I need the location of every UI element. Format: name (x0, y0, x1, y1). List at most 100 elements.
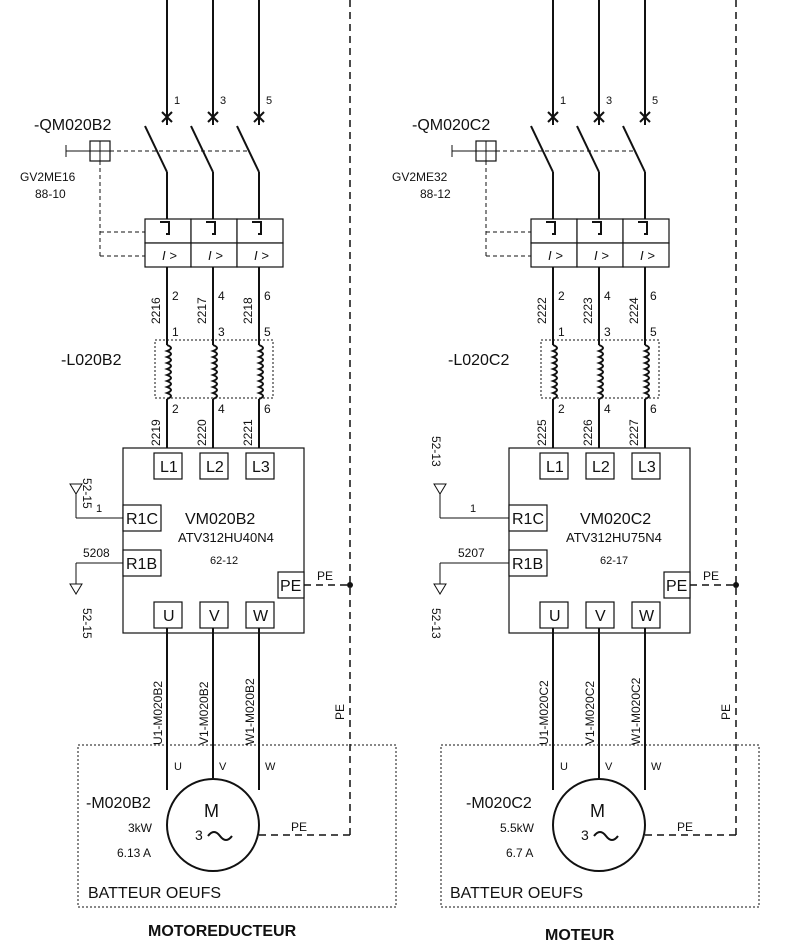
motor-phase: 3 (195, 827, 203, 843)
wire-number: 2224 (627, 297, 641, 324)
svg-text:I >: I > (594, 248, 609, 263)
terminal-number: 2 (172, 289, 179, 303)
pe-junction-dot (347, 582, 353, 588)
relay-wire-number: 1 (96, 503, 102, 515)
svg-text:I >: I > (254, 248, 269, 263)
motor-wire-label: U1-M020B2 (151, 681, 165, 745)
motor-terminal: W (265, 761, 276, 773)
motor-power: 3kW (128, 821, 153, 835)
wire-number: 2216 (149, 297, 163, 324)
terminal-number: 2 (558, 289, 565, 303)
pe-junction-dot (733, 582, 739, 588)
reactor-terminal: 1 (558, 325, 565, 339)
motor-phase: 3 (581, 827, 589, 843)
reactor-coil-icon (164, 344, 264, 400)
drive-ref: 62-17 (600, 555, 628, 567)
variable-speed-drive: L1 L2 L3 R1C R1B PE VM020C2 ATV312HU75N4… (508, 447, 691, 634)
circuit-moteur: 1 3 5 -QM020C2 GV2ME32 88-12 I > I > I >… (392, 0, 760, 944)
relay-wire-number: 5208 (83, 546, 110, 560)
wire-number: 2220 (195, 419, 209, 446)
wire-number: 2222 (535, 297, 549, 324)
drive-output-w: W (253, 608, 269, 625)
motor-symbol-icon (166, 778, 260, 872)
breaker-contacts (144, 125, 260, 173)
drive-input-l2: L2 (206, 459, 224, 476)
wire-number: 2225 (535, 419, 549, 446)
terminal-number: 6 (264, 289, 271, 303)
drive-output-v: V (209, 608, 220, 625)
drive-model: ATV312HU40N4 (178, 530, 274, 545)
reactor-coil-icon (550, 344, 650, 400)
svg-text:I >: I > (640, 248, 655, 263)
motor-name: BATTEUR OEUFS (88, 885, 221, 902)
ac-wave-icon (207, 831, 233, 841)
motor-wire-label: V1-M020C2 (583, 681, 597, 745)
signal-arrow-icon (69, 583, 83, 595)
circuit-caption: MOTEUR (545, 927, 615, 944)
reactor-terminal: 6 (650, 402, 657, 416)
circuit-motoreducteur: 1 3 5 -QM020B2 GV2ME16 88-10 I > I > I >… (20, 0, 397, 940)
reactor-terminal: 3 (218, 325, 225, 339)
reactor-tag: -L020B2 (61, 352, 122, 369)
svg-text:I >: I > (162, 248, 177, 263)
drive-output-v: V (595, 608, 606, 625)
motor-current: 6.13 A (117, 846, 151, 860)
breaker-model: GV2ME16 (20, 170, 76, 184)
motor-wire-label: W1-M020C2 (629, 677, 643, 745)
wire-number: 2217 (195, 297, 209, 324)
relay-r1c: R1C (126, 511, 158, 528)
drive-ref: 62-12 (210, 555, 238, 567)
motor-name: BATTEUR OEUFS (450, 885, 583, 902)
pole-number: 3 (220, 95, 226, 107)
drive-pe-terminal: PE (666, 578, 687, 595)
circuit-caption: MOTOREDUCTEUR (148, 923, 297, 940)
drive-input-l3: L3 (252, 459, 270, 476)
drive-input-l3: L3 (638, 459, 656, 476)
pole-number: 1 (174, 95, 180, 107)
motor-wire-label: V1-M020B2 (197, 681, 211, 745)
wire-number: 2221 (241, 419, 255, 446)
wire-number: 2223 (581, 297, 595, 324)
signal-arrow-icon (433, 583, 447, 595)
motor-power: 5.5kW (500, 821, 535, 835)
reactor-terminal: 4 (604, 402, 611, 416)
thermal-magnetic-block: I > I > I > (144, 218, 284, 268)
motor-terminal: V (219, 761, 227, 773)
pe-label: PE (333, 704, 347, 720)
terminal-number: 6 (650, 289, 657, 303)
signal-arrow-icon (433, 483, 447, 495)
ac-wave-icon (593, 831, 619, 841)
reactor-terminal: 3 (604, 325, 611, 339)
motor-wire-label: U1-M020C2 (537, 680, 551, 745)
reactor-terminal: 2 (172, 402, 179, 416)
drive-tag: VM020C2 (580, 511, 651, 528)
relay-reference: 52-13 (429, 608, 443, 639)
pe-label: PE (317, 569, 333, 583)
relay-r1b: R1B (512, 556, 543, 573)
drive-model: ATV312HU75N4 (566, 530, 662, 545)
motor-letter: M (590, 801, 605, 821)
terminal-number: 4 (218, 289, 225, 303)
wire-number: 2227 (627, 419, 641, 446)
reactor-terminal: 5 (650, 325, 657, 339)
variable-speed-drive: L1 L2 L3 R1C R1B PE VM020B2 ATV312HU40N4… (122, 447, 305, 634)
pole-number: 5 (652, 95, 658, 107)
breaker-tag: -QM020C2 (412, 117, 490, 134)
drive-pe-terminal: PE (280, 578, 301, 595)
thermal-magnetic-block: I > I > I > (530, 218, 670, 268)
wire-number: 2218 (241, 297, 255, 324)
pe-label: PE (719, 704, 733, 720)
motor-pe-label: PE (677, 820, 693, 834)
motor-terminal: W (651, 761, 662, 773)
reactor-terminal: 5 (264, 325, 271, 339)
motor-terminal: U (560, 761, 568, 773)
drive-output-u: U (163, 608, 175, 625)
motor-current: 6.7 A (506, 846, 533, 860)
motor-tag: -M020B2 (86, 795, 151, 812)
pole-number: 1 (560, 95, 566, 107)
reactor-tag: -L020C2 (448, 352, 509, 369)
drive-tag: VM020B2 (185, 511, 255, 528)
relay-wire-number: 5207 (458, 546, 485, 560)
relay-reference: 52-15 (80, 478, 94, 509)
